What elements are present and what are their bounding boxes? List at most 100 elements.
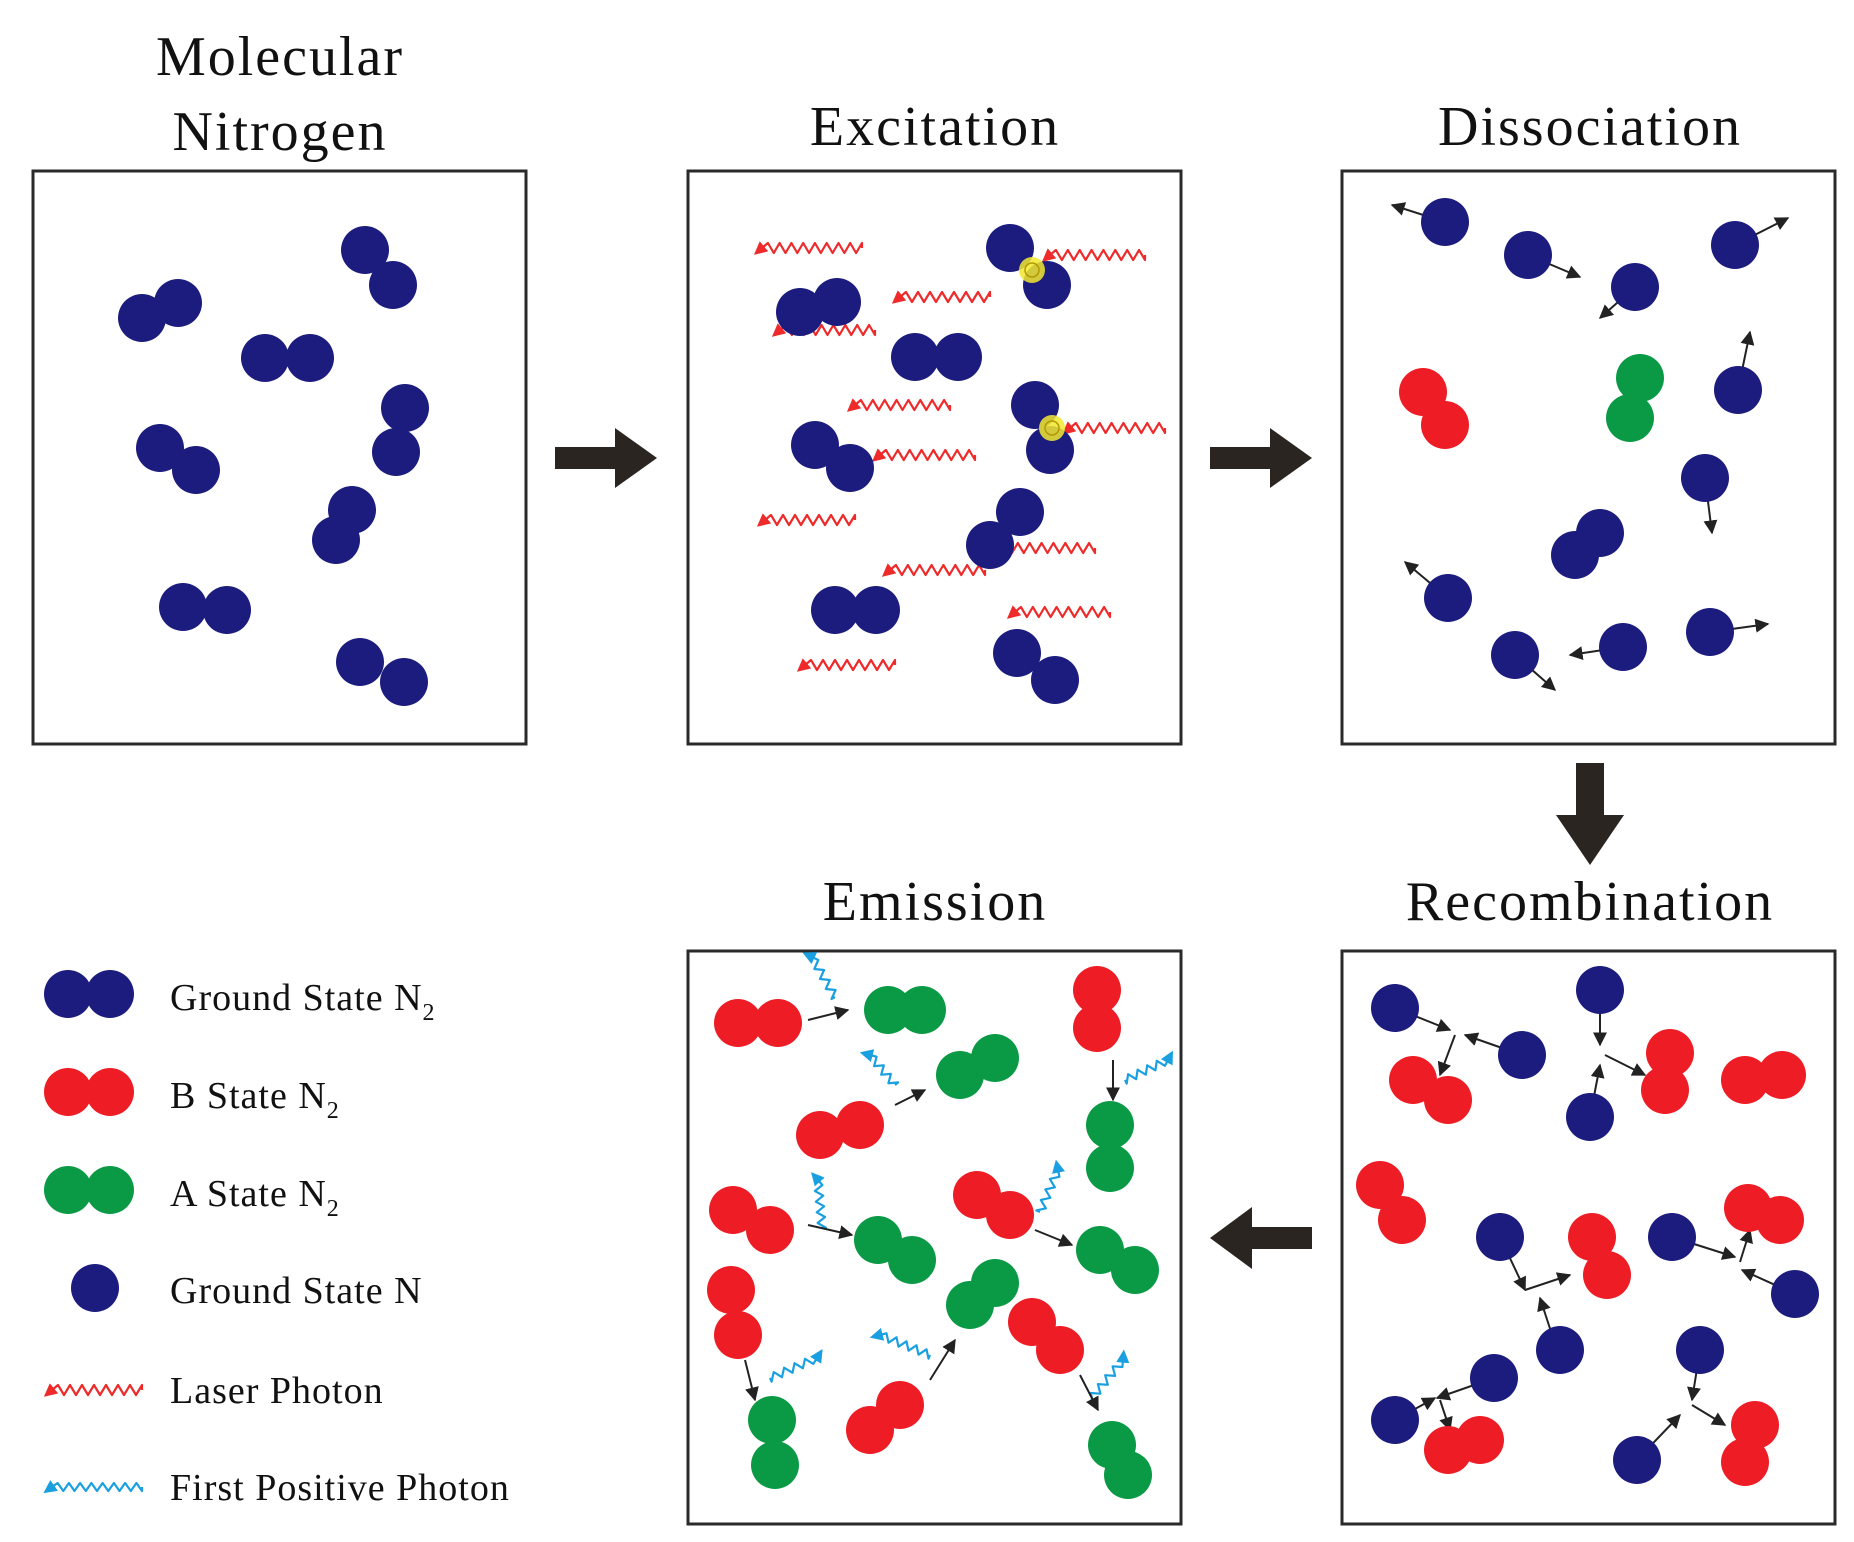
panel1-ground-n2-5-atom-1 [381,384,429,432]
panel4-b-state-n2-4-atom-2 [1378,1196,1426,1244]
panel-title-dissociation: Dissociation [1438,96,1742,158]
panel3-ground-n-3 [1611,263,1659,311]
panel3-b-state-n2-1-atom-2 [1421,401,1469,449]
panel2-ground-n2-5-atom-2 [1031,656,1079,704]
panel1-ground-n2-5-atom-2 [372,428,420,476]
panel3-a-state-n2-1-atom-2 [1606,394,1654,442]
panel2-spark-1 [1019,257,1045,283]
panel5-motion-arrow-7 [929,1338,956,1381]
panel4-ground-n-1 [1371,984,1419,1032]
legend-first-positive-photon-icon [43,1480,144,1494]
panel2-spark-2 [1039,415,1065,441]
legend-b-state-n2-icon-atom-2 [86,1068,134,1116]
panel2-laser-photon-12 [796,658,897,672]
panel5-a-state-n2-4-atom-2 [888,1236,936,1284]
panel-molecular-nitrogen [31,169,528,746]
legend-ground-state-n2-icon-atom-2 [86,970,134,1018]
flow-arrow-right-1 [555,428,657,488]
panel4-b-state-n2-6-atom-2 [1756,1196,1804,1244]
panel1-ground-n2-4-atom-1 [136,424,184,472]
panel2-ground-n2-4-atom-1 [811,586,859,634]
panel2-laser-photon-1 [753,241,864,255]
panel3-ground-n-6 [1681,454,1729,502]
panel4-motion-arrow-18 [1691,1404,1727,1426]
panel5-b-state-n2-6-atom-1 [707,1266,755,1314]
panel4-b-state-n2-2-atom-1 [1646,1029,1694,1077]
panel2-laser-photon-3 [1041,248,1147,262]
panel2-laser-photon-9 [991,541,1097,555]
panel1-ground-n2-3-atom-1 [241,334,289,382]
panel4-ground-n-4 [1566,1093,1614,1141]
panel4-b-state-n2-8-atom-2 [1721,1438,1769,1486]
legend-laser-photon-icon [43,1383,144,1397]
panel5-motion-arrow-1 [807,1006,850,1021]
panel2-laser-photon-7 [1061,421,1167,435]
panel4-b-state-n2-3-atom-1 [1721,1056,1769,1104]
panel2-laser-photon-2 [891,290,992,304]
panel2-laser-photon-11 [1006,605,1112,619]
panel4-b-state-n2-4-atom-1 [1356,1161,1404,1209]
legend-label-b-state-n2: B State N2 [170,1075,340,1124]
panel1-ground-n2-2-atom-1 [341,226,389,274]
panel4-motion-arrow-12 [1739,1228,1753,1263]
panel1-ground-n2-8-atom-2 [380,658,428,706]
panel5-a-state-n2-5-atom-2 [1111,1246,1159,1294]
panel4-b-state-n2-7-atom-2 [1456,1416,1504,1464]
panel5-b-state-n2-2-atom-1 [1073,966,1121,1014]
panel-title-emission: Emission [823,871,1047,933]
panel2-excited-n2-1-atom-1 [986,224,1034,272]
panel4-ground-n-12 [1613,1436,1661,1484]
panel4-motion-arrow-3 [1437,1034,1456,1077]
panel1-ground-n2-7-atom-2 [203,586,251,634]
panel5-a-state-n2-1-atom-1 [864,986,912,1034]
panel-dissociation [1340,169,1837,746]
panel-excitation [686,169,1183,746]
panel-title-recombination: Recombination [1406,871,1774,933]
flow-arrows [555,428,1624,1269]
panel1-ground-n2-6-atom-2 [312,516,360,564]
overlay-layer [1019,257,1065,441]
panel1-ground-n2-2-atom-2 [369,261,417,309]
panel2-ground-n2-2-atom-2 [934,333,982,381]
panel3-ground-n-10 [1686,608,1734,656]
legend-ground-state-n2-icon-atom-1 [44,970,92,1018]
panel2-ground-n2-3-atom-2 [826,444,874,492]
photon-layer [753,241,1173,1404]
panel3-ground-n-2 [1504,231,1552,279]
legend-icons [43,970,144,1494]
panel4-ground-n-7 [1470,1354,1518,1402]
panel5-b-state-n2-7-atom-2 [846,1406,894,1454]
panel4-b-state-n2-1-atom-2 [1424,1076,1472,1124]
panel5-first-positive-photon-5 [1035,1159,1065,1214]
panel5-a-state-n2-2-atom-2 [971,1034,1019,1082]
panel5-b-state-n2-3-atom-1 [796,1111,844,1159]
panel5-motion-arrow-6 [744,1359,759,1402]
panel5-b-state-n2-3-atom-2 [836,1101,884,1149]
panel4-b-state-n2-2-atom-2 [1641,1066,1689,1114]
panel3-a-state-n2-1-atom-1 [1616,354,1664,402]
panel5-motion-arrow-5 [1034,1229,1074,1247]
panel4-motion-arrow-6 [1604,1054,1647,1076]
panel5-motion-arrow-4 [807,1224,854,1240]
flow-arrow-left [1210,1207,1312,1269]
legend-label-ground-state-n: Ground State N [170,1270,423,1312]
flow-arrow-right-2 [1210,428,1312,488]
panel3-ground-n-1 [1421,198,1469,246]
panel4-motion-arrow-15 [1439,1399,1453,1432]
panel5-b-state-n2-4-atom-2 [746,1206,794,1254]
panel5-a-state-n2-7-atom-2 [751,1441,799,1489]
panel2-laser-photon-6 [871,448,977,462]
panel5-a-state-n2-7-atom-1 [748,1396,796,1444]
legend-a-state-n2-icon-atom-1 [44,1166,92,1214]
panel5-motion-arrow-2 [894,1089,927,1106]
panel1-ground-n2-7-atom-1 [159,583,207,631]
legend-label-laser-photon: Laser Photon [170,1370,384,1412]
legend-ground-state-n-icon [71,1264,119,1312]
panel1-ground-n2-1-atom-1 [118,294,166,342]
panel5-a-state-n2-8-atom-2 [1104,1451,1152,1499]
panel2-ground-n2-2-atom-1 [891,333,939,381]
panel5-first-positive-photon-4 [811,1172,828,1230]
panel4-b-state-n2-8-atom-1 [1731,1401,1779,1449]
panel4-ground-n-3 [1576,966,1624,1014]
